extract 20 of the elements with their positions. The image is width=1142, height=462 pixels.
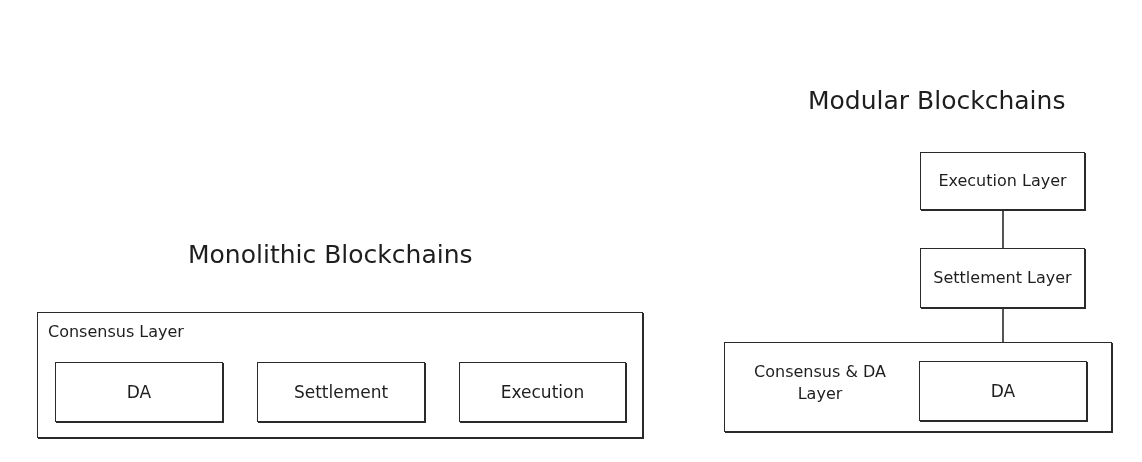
layer-box [724,342,1112,432]
section-title: Monolithic Blockchains [188,240,473,269]
section-title: Modular Blockchains [808,86,1066,115]
layer-box [55,362,223,422]
box-label: Consensus Layer [47,321,185,343]
layer-box [919,361,1087,421]
layer-box [37,312,643,438]
box-label: Settlement [293,380,389,404]
box-label: Execution Layer [938,170,1067,192]
layer-box [459,362,626,422]
box-label: Settlement Layer [933,267,1072,289]
layer-box [920,152,1085,210]
box-label: Execution [500,380,585,404]
layer-box [920,248,1085,308]
connector-line [1002,307,1004,343]
box-label: DA [126,380,152,404]
connector-line [1002,209,1004,249]
layer-box [257,362,425,422]
box-label: Consensus & DA Layer [753,361,887,405]
box-label: DA [990,379,1016,403]
